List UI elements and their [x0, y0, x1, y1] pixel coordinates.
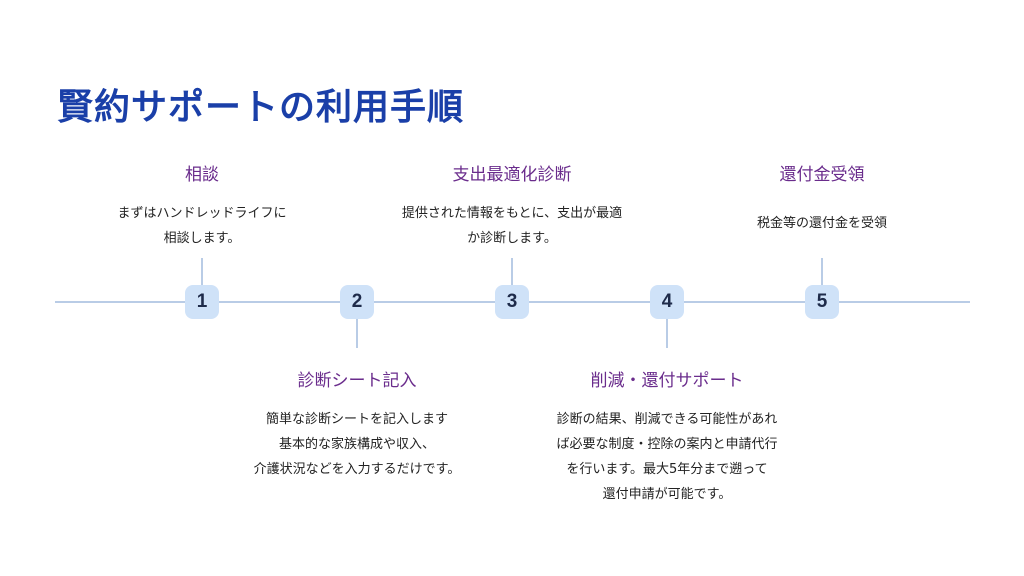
step-4-description: 診断の結果、削減できる可能性があれ ば必要な制度・控除の案内と申請代行 を行いま…	[556, 412, 778, 502]
step-2-description: 簡単な診断シートを記入します 基本的な家族構成や収入、 介護状況などを入力するだ…	[253, 412, 461, 477]
connector-5	[821, 258, 823, 286]
connector-2	[356, 318, 358, 348]
step-node-5: 5	[805, 285, 839, 319]
step-node-1: 1	[185, 285, 219, 319]
step-5-title: 還付金受領	[779, 165, 865, 185]
step-3-description: 提供された情報をもとに、支出が最適 か診断します。	[401, 206, 623, 246]
connector-1	[201, 258, 203, 286]
step-5: 還付金受領 税金等の還付金を受領	[757, 160, 887, 236]
step-2-title: 診断シート記入	[297, 371, 417, 391]
step-3: 支出最適化診断 提供された情報をもとに、支出が最適 か診断します。	[402, 160, 622, 251]
step-5-description: 税金等の還付金を受領	[756, 216, 888, 231]
step-node-2: 2	[340, 285, 374, 319]
step-1: 相談 まずはハンドレッドライフに 相談します。	[117, 160, 286, 251]
step-node-4: 4	[650, 285, 684, 319]
step-2: 診断シート記入 簡単な診断シートを記入します 基本的な家族構成や収入、 介護状況…	[254, 366, 461, 482]
step-1-title: 相談	[184, 165, 219, 185]
page-title: 賢約サポートの利用手順	[57, 87, 465, 128]
step-4-title: 削減・還付サポート	[590, 371, 744, 391]
connector-3	[511, 258, 513, 286]
step-3-title: 支出最適化診断	[452, 165, 572, 185]
connector-4	[666, 318, 668, 348]
step-1-description: まずはハンドレッドライフに 相談します。	[117, 206, 287, 246]
step-node-3: 3	[495, 285, 529, 319]
step-4: 削減・還付サポート 診断の結果、削減できる可能性があれ ば必要な制度・控除の案内…	[556, 366, 777, 507]
